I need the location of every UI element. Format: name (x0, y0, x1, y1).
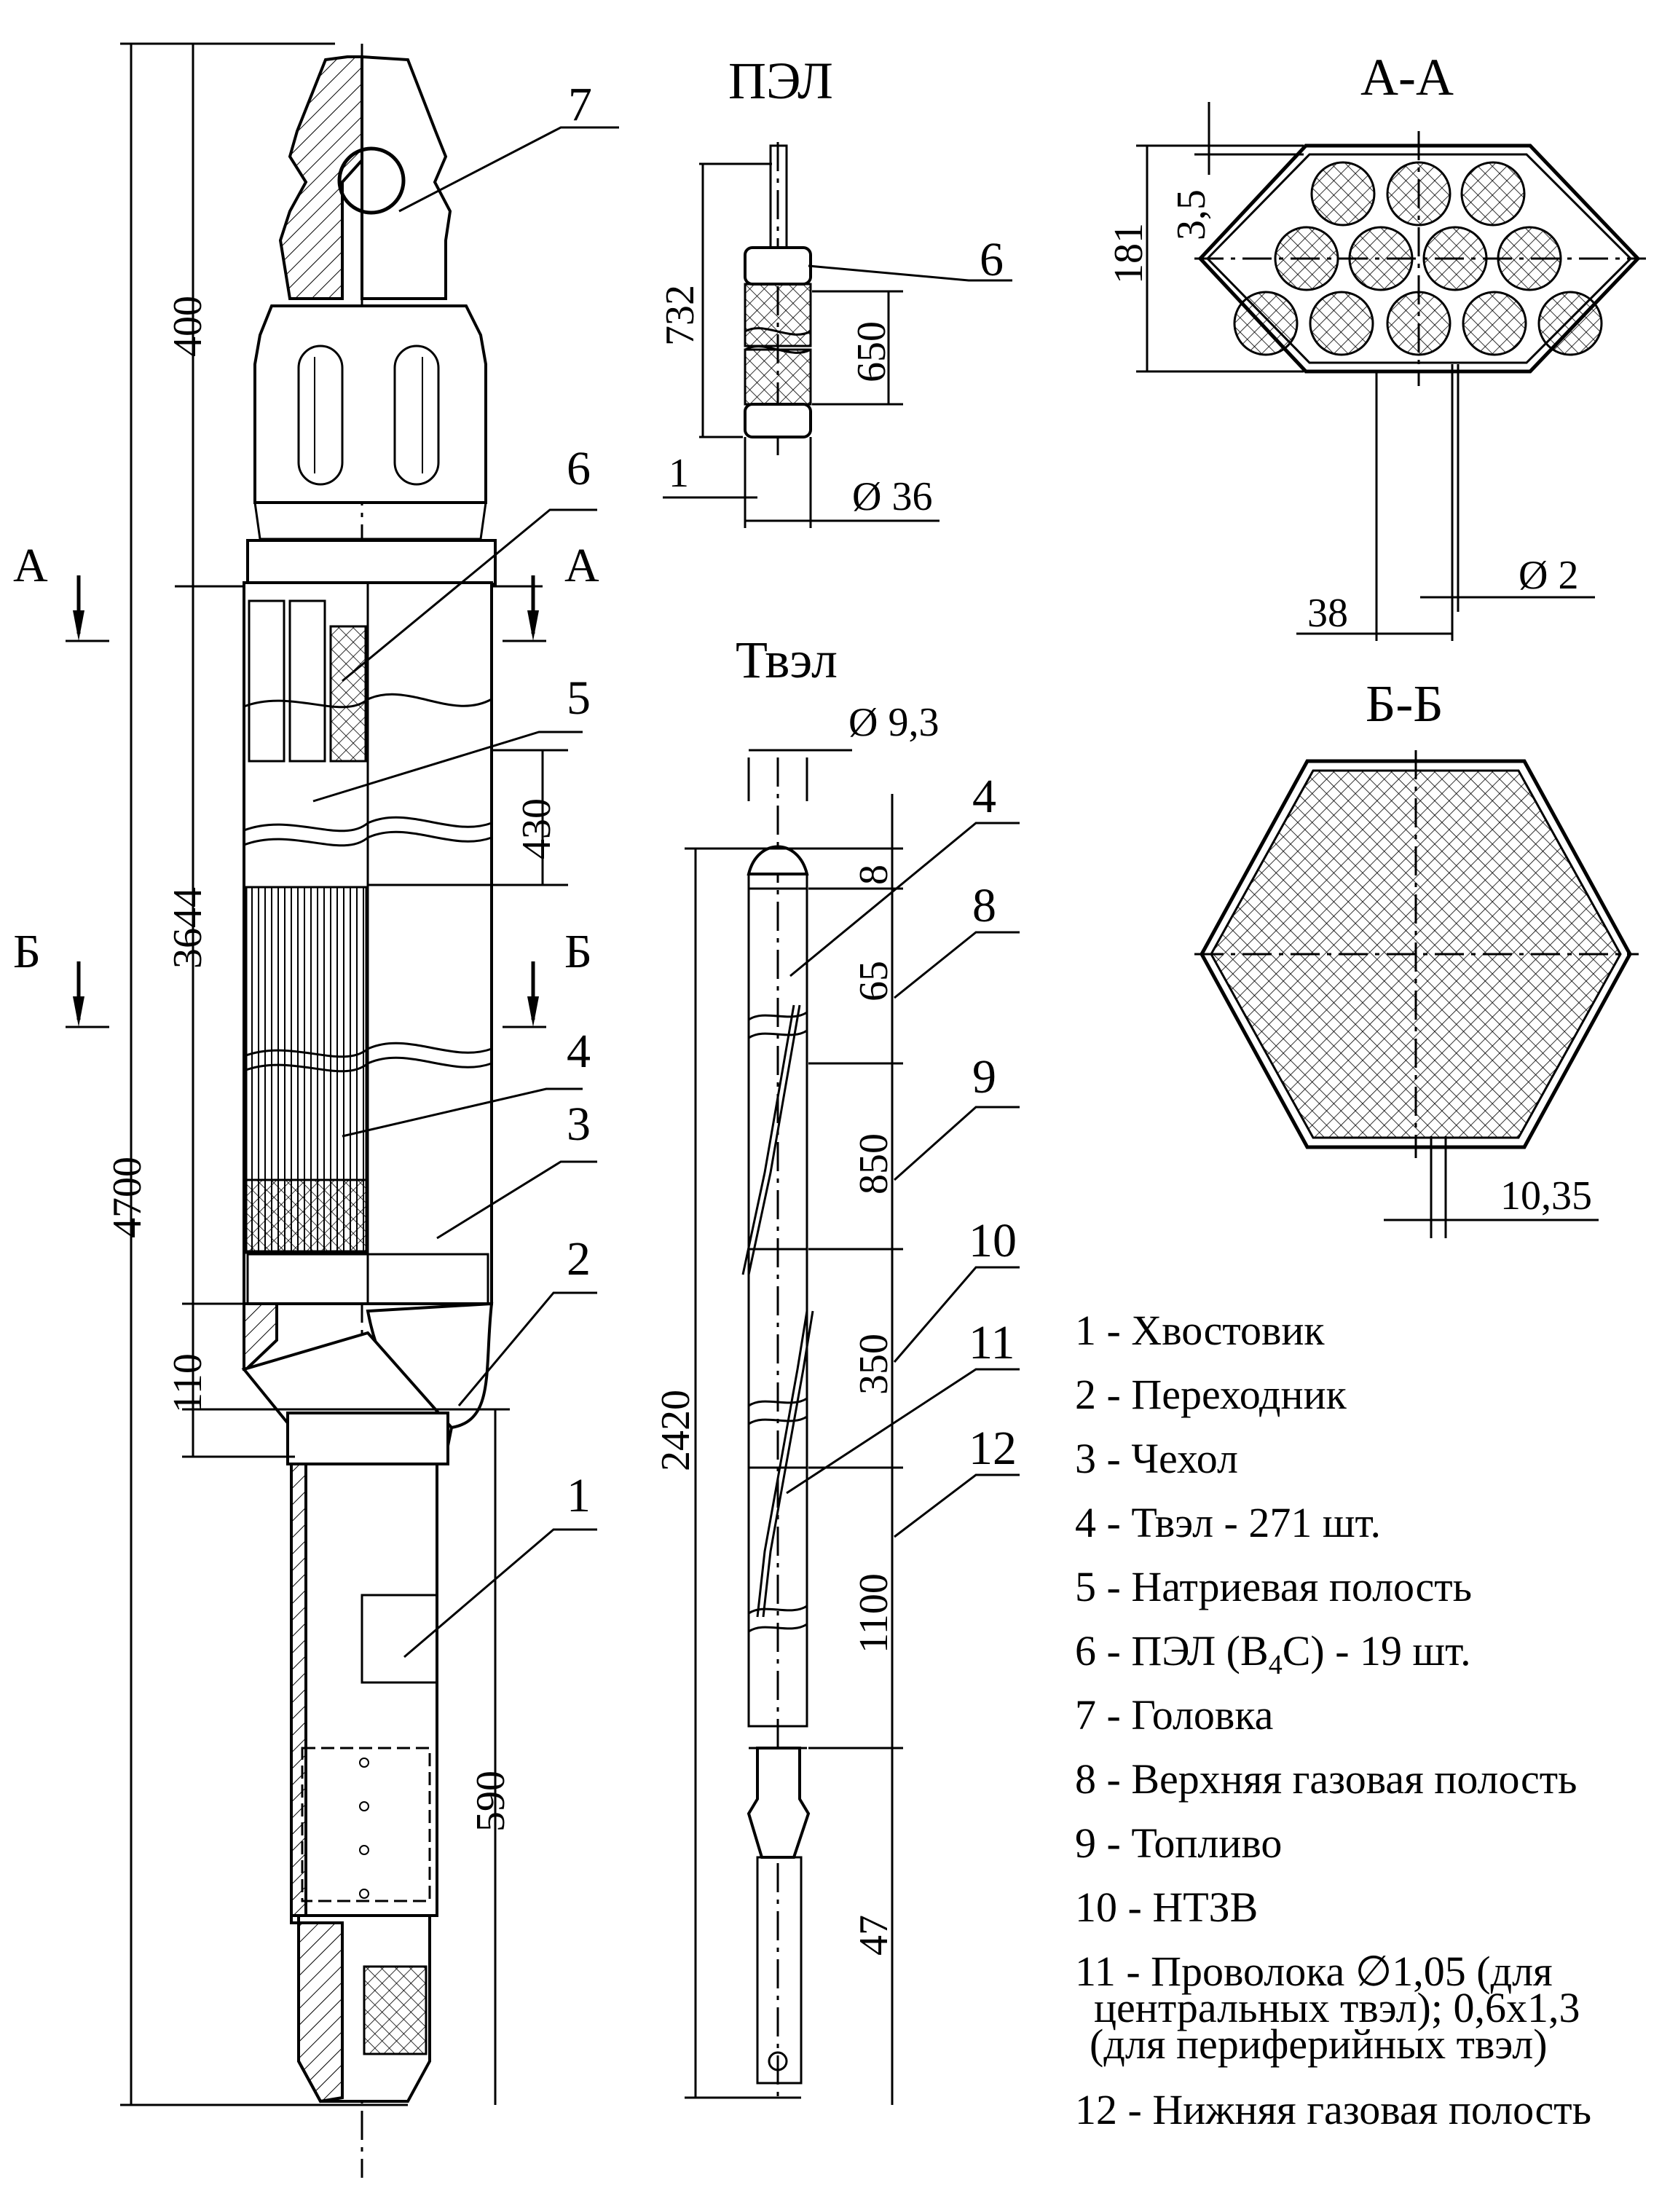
dim-assembly-shank: 590 (468, 1771, 513, 1832)
legend-item-11-line2: центральных твэл); 0,6х1,3 (1094, 1984, 1580, 2031)
legend-item-5: 5 - Натриевая полость (1075, 1563, 1473, 1610)
legend-item-11-line3: (для периферийных твэл) (1090, 2020, 1548, 2068)
legend-item-11-line1: 11 - Проволока ∅1,05 (для (1075, 1948, 1553, 1995)
dim-assembly-transition: 110 (165, 1353, 210, 1413)
dim-tvel-fuel: 850 (851, 1133, 897, 1194)
dim-aa-wall: 3,5 (1169, 189, 1214, 240)
dim-pel-absorber: 650 (849, 321, 894, 382)
dim-aa-wire: Ø 2 (1519, 553, 1578, 598)
aa-title: А-А (1360, 48, 1454, 106)
dim-tvel-lower-gas: 1100 (851, 1573, 897, 1653)
bb-title: Б-Б (1366, 674, 1443, 733)
legend-item-8: 8 - Верхняя газовая полость (1075, 1755, 1577, 1803)
dim-assembly-head: 400 (165, 296, 210, 357)
legend-item-10: 10 - НТЗВ (1075, 1884, 1258, 1931)
legend-item-6: 6 - ПЭЛ (B4C) - 19 шт. (1075, 1627, 1471, 1680)
legend-item-7: 7 - Головка (1075, 1691, 1274, 1739)
pel-title: ПЭЛ (728, 52, 833, 110)
callout-4: 4 (567, 1025, 591, 1078)
dim-tvel-diameter: Ø 9,3 (848, 700, 939, 745)
dim-tvel-bottom-plug: 47 (851, 1915, 897, 1956)
legend-item-6-part2: C) - 19 шт. (1282, 1627, 1471, 1674)
legend-item-6-sub: 4 (1268, 1650, 1283, 1680)
dim-tvel-top-plug: 8 (851, 865, 897, 885)
tvel-callout-10: 10 (969, 1214, 1017, 1267)
dim-tvel-upper-gas: 65 (851, 961, 897, 1001)
cut-a-left-label: А (13, 539, 48, 592)
aa-pel-circles (1233, 161, 1603, 356)
dim-pel-gap: 1 (669, 451, 689, 496)
dim-bb-pitch: 10,35 (1500, 1173, 1592, 1219)
dim-pel-length: 732 (658, 285, 703, 346)
legend-item-9: 9 - Топливо (1075, 1819, 1283, 1867)
callout-2: 2 (567, 1232, 591, 1286)
pel-view (663, 142, 1012, 528)
shank-holes (359, 1758, 369, 1899)
cut-a-right-label: А (564, 539, 599, 592)
assembly-view (66, 42, 619, 2178)
legend-item-12: 12 - Нижняя газовая полость (1075, 2086, 1592, 2133)
dim-assembly-total: 4700 (105, 1157, 150, 1238)
tvel-callout-4: 4 (972, 770, 996, 823)
tvel-callout-12: 12 (969, 1422, 1017, 1475)
cut-b-right-label: Б (564, 925, 592, 978)
legend-item-2: 2 - Переходник (1075, 1371, 1347, 1418)
tvel-callout-11: 11 (969, 1316, 1015, 1369)
cut-b-left-label: Б (13, 925, 41, 978)
tvel-title: Твэл (736, 631, 838, 689)
section-aa (1136, 102, 1646, 641)
dim-aa-width: 181 (1106, 223, 1151, 284)
dim-assembly-sodium: 430 (514, 798, 559, 859)
pel-callout-6: 6 (980, 233, 1004, 286)
callout-3: 3 (567, 1098, 591, 1151)
legend-item-4: 4 - Твэл - 271 шт. (1075, 1499, 1381, 1546)
legend-item-3: 3 - Чехол (1075, 1435, 1238, 1482)
callout-5: 5 (567, 672, 591, 725)
tvel-view (685, 749, 1020, 2105)
dim-pel-diameter: Ø 36 (852, 474, 932, 519)
callout-7: 7 (568, 78, 592, 131)
callout-6: 6 (567, 442, 591, 495)
callout-1: 1 (567, 1469, 591, 1522)
dim-aa-pitch: 38 (1307, 591, 1348, 636)
tvel-callout-9: 9 (972, 1050, 996, 1103)
dim-tvel-ntzv: 350 (851, 1334, 897, 1395)
section-bb (1194, 750, 1639, 1238)
tvel-callout-8: 8 (972, 879, 996, 932)
dim-assembly-middle: 3644 (165, 887, 210, 969)
legend-item-1: 1 - Хвостовик (1075, 1307, 1325, 1354)
legend-item-6-part1: 6 - ПЭЛ (B (1075, 1627, 1269, 1674)
dim-tvel-length: 2420 (653, 1390, 698, 1471)
